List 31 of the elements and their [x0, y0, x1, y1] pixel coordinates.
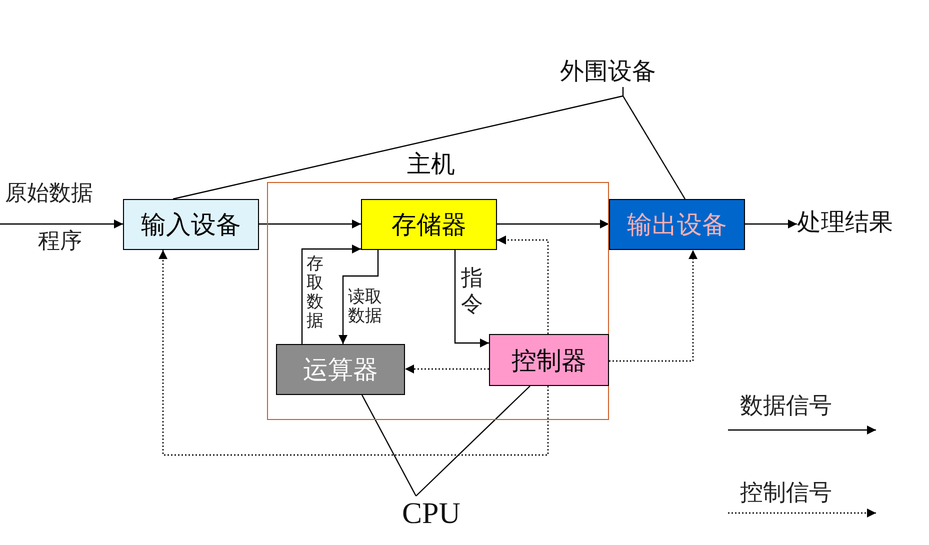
arrow	[0, 220, 123, 228]
arrow	[454, 250, 489, 348]
arrow	[338, 250, 379, 344]
bracket-label: CPU	[402, 496, 460, 532]
legend-label: 控制信号	[740, 479, 832, 507]
arrow	[301, 244, 361, 344]
arrow	[405, 364, 489, 374]
arrow	[259, 220, 361, 228]
process-box: 存储器	[361, 199, 497, 250]
arrow	[497, 220, 609, 228]
bracket-line	[361, 394, 417, 496]
bracket-label: 外围设备	[560, 55, 656, 87]
result-label: 处理结果	[797, 206, 893, 238]
arrow	[745, 220, 797, 228]
process-box: 控制器	[489, 334, 609, 386]
bracket-line	[622, 96, 686, 200]
arrow	[609, 250, 698, 362]
edge-label: 存取数据	[306, 255, 324, 331]
arrow	[158, 250, 549, 456]
legend-label: 数据信号	[740, 392, 832, 420]
frame-heading: 主机	[407, 150, 455, 178]
process-box: 运算器	[276, 344, 405, 395]
bracket-line	[416, 386, 530, 496]
edge-label: 原始数据	[5, 181, 93, 207]
input-label: 程序	[38, 228, 82, 256]
process-box: 输入设备	[123, 199, 259, 250]
edge-label: 指令	[460, 266, 484, 318]
bracket-line	[172, 87, 624, 200]
edge-label: 读取数据	[347, 288, 383, 326]
arrow	[497, 236, 549, 334]
process-box: 输出设备	[609, 199, 745, 250]
